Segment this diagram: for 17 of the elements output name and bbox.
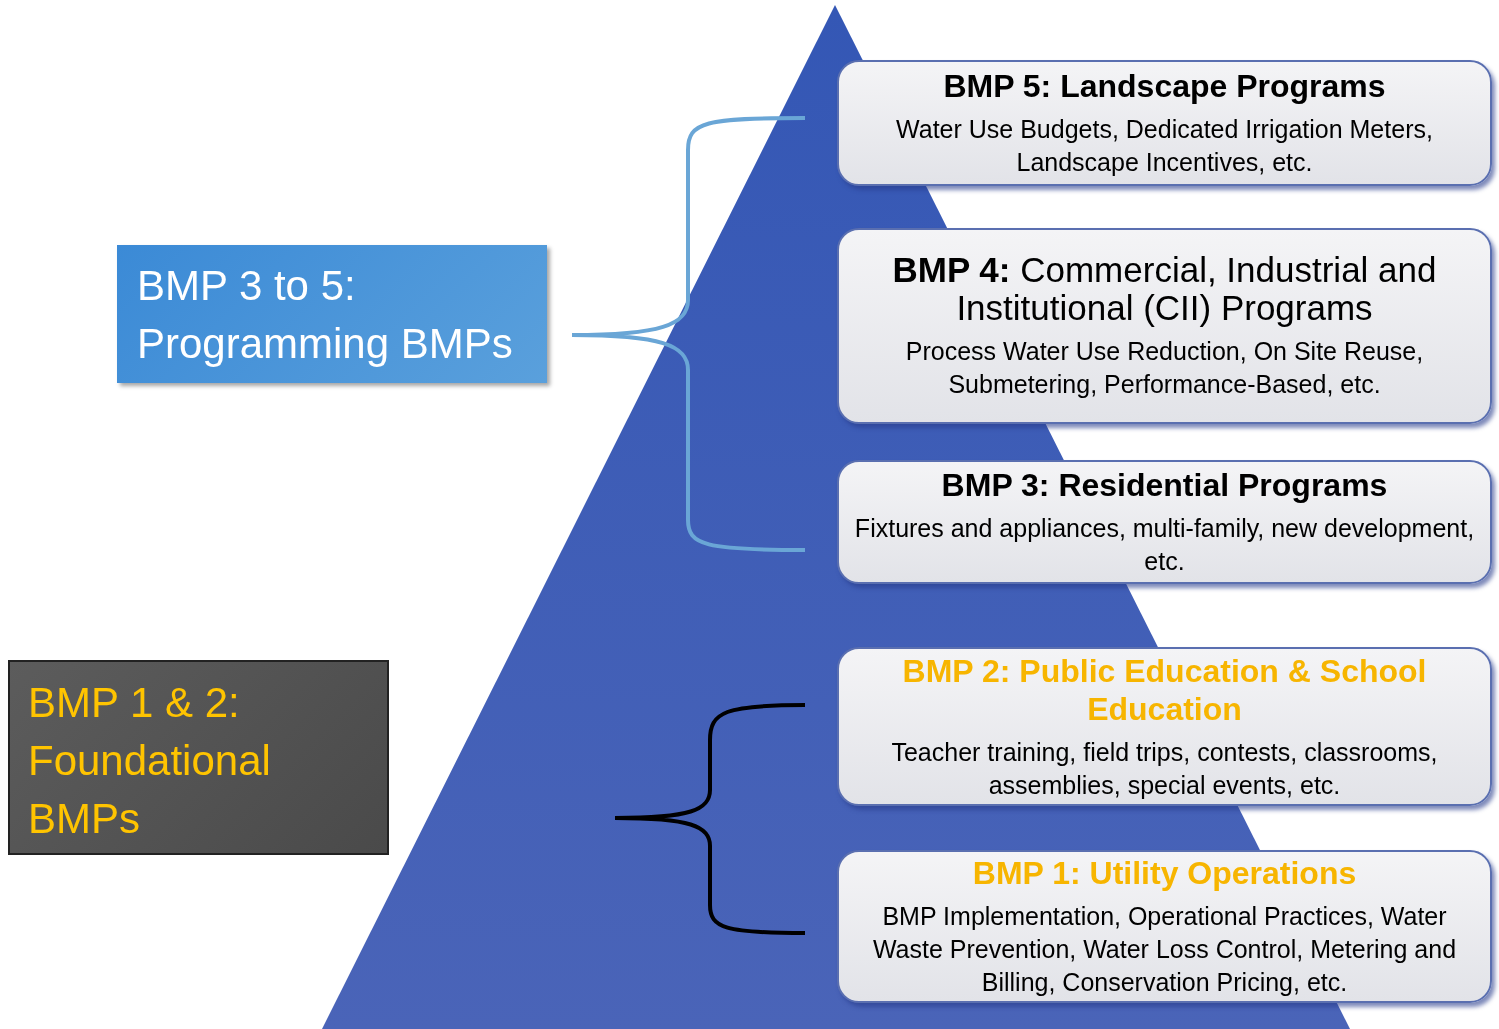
box-heading: BMP 5: Landscape Programs [943,67,1386,105]
program-box [837,460,1492,584]
box-description: Process Water Use Reduction, On Site Reuse, Submetering, Performance-Based, etc. [904,336,1425,400]
box-heading: BMP 3: Residential Programs [941,466,1388,504]
box-heading: BMP 1: Utility Operations [972,854,1357,892]
box-description: Fixtures and appliances, multi-family, new development, etc. [853,513,1476,577]
group-label-box: BMP 1 & 2: Foundational BMPs [8,660,389,855]
box-description: Teacher training, field trips, contests, classrooms, assemblies, special events, etc. [890,736,1439,801]
box-heading: BMP 2: Public Education & School Education [901,651,1428,728]
box-description: Water Use Budgets, Dedicated Irrigation Meters, Landscape Incentives, etc. [895,114,1434,178]
program-box [837,60,1492,186]
program-box [837,228,1492,424]
box-heading: BMP 4: Commercial, Industrial and Institutional (CII) Programs [891,251,1438,327]
box-description: BMP Implementation, Operational Practices, Water Waste Prevention, Water Loss Control, Metering and Billing, Conservation Pricing, etc. [871,901,1458,998]
program-box [837,850,1492,1003]
program-box [837,647,1492,806]
group-label-box: BMP 3 to 5: Programming BMPs [117,245,547,383]
